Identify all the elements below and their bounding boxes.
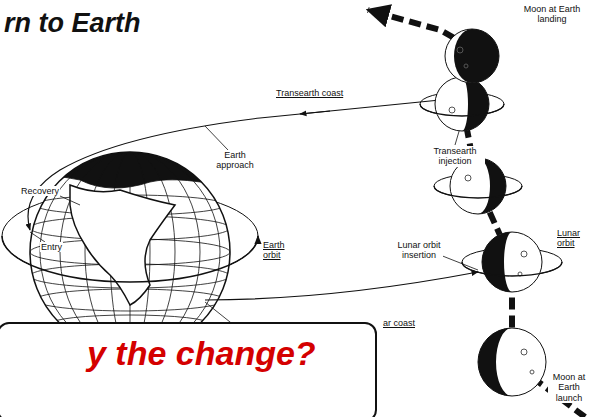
phase-label: Moon at Earth landing bbox=[520, 4, 584, 25]
question-box: y the change? bbox=[0, 322, 377, 417]
translunar-path bbox=[205, 272, 478, 300]
phase-label: Recovery bbox=[20, 186, 60, 196]
phase-label: Earth orbit bbox=[262, 240, 298, 261]
moon-phases bbox=[420, 29, 562, 396]
phase-label: ar coast bbox=[382, 318, 416, 328]
phase-label: Earth approach bbox=[212, 150, 258, 171]
phase-label: Lunar orbit insertion bbox=[395, 240, 443, 261]
moon-motion-arrow bbox=[368, 10, 585, 417]
phase-label: Lunar orbit bbox=[556, 228, 592, 249]
question-text: y the change? bbox=[87, 334, 316, 373]
phase-label: Entry bbox=[40, 242, 63, 252]
phase-label: Transearth coast bbox=[275, 88, 344, 98]
phase-label: Transearth injection bbox=[425, 146, 485, 167]
section-heading: rn to Earth bbox=[3, 8, 142, 39]
phase-label: Moon at Earth launch bbox=[548, 372, 590, 403]
transearth-path bbox=[28, 100, 440, 230]
